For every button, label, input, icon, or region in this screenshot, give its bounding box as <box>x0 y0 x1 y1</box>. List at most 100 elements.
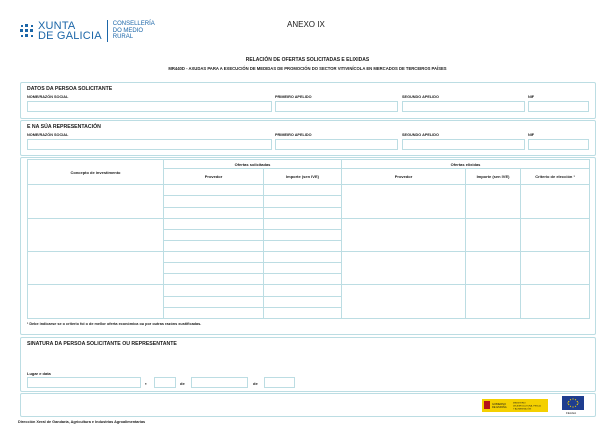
anexo-title: ANEXO IX <box>287 20 325 29</box>
solicitada-importe-cell[interactable] <box>262 251 343 264</box>
concepto-header: Concepto de investimento <box>27 158 164 186</box>
representacion-section <box>20 120 596 156</box>
criterio-cell[interactable] <box>520 217 591 253</box>
elixida-provedor-cell[interactable] <box>341 251 467 286</box>
conselleria-name: CONSELLERÍA DO MEDIO RURAL <box>113 21 155 41</box>
elixida-importe-cell[interactable] <box>465 284 522 319</box>
eu-flag-icon <box>562 396 584 410</box>
elixida-provedor-cell[interactable] <box>341 217 467 253</box>
elixidas-provedor-header: Provedor <box>341 168 467 186</box>
solicitada-importe-cell[interactable] <box>262 228 343 241</box>
solicitada-provedor-cell[interactable] <box>163 295 264 308</box>
solicitadas-importe-header: Importe (sen IVE) <box>262 168 343 186</box>
solicitada-provedor-cell[interactable] <box>163 228 264 241</box>
lugar-data-label: Lugar e data <box>27 371 51 376</box>
representacion-primeiro-label: PRIMEIRO APELIDO <box>275 133 312 137</box>
solicitante-nif-label: NIF <box>528 95 535 99</box>
solicitada-importe-cell[interactable] <box>262 295 343 308</box>
elixida-importe-cell[interactable] <box>465 251 522 286</box>
xunta-line1: XUNTA <box>38 20 76 32</box>
solicitada-importe-cell[interactable] <box>262 184 343 197</box>
xunta-logo: XUNTA DE GALICIA CONSELLERÍA DO MEDIO RU… <box>20 20 155 42</box>
solicitante-primeiro-label: PRIMEIRO APELIDO <box>275 95 312 99</box>
solicitada-provedor-cell[interactable] <box>163 239 264 253</box>
mes-field[interactable] <box>191 377 248 388</box>
criterio-cell[interactable] <box>520 184 591 219</box>
solicitante-primeiro-field[interactable] <box>275 101 398 112</box>
solicitante-segundo-field[interactable] <box>402 101 525 112</box>
document-title: RELACIÓN DE OFERTAS SOLICITADAS E ELIXID… <box>245 57 370 63</box>
elixidas-importe-header: Importe (sen IVE) <box>465 168 522 186</box>
criterio-cell[interactable] <box>520 251 591 286</box>
conselleria-line2: DO MEDIO <box>112 27 144 34</box>
logo-divider <box>106 20 108 42</box>
criterio-cell[interactable] <box>520 284 591 319</box>
solicitada-importe-cell[interactable] <box>262 284 343 297</box>
gobierno-espana-logo: GOBIERNO DE ESPAÑA MINISTERIO DE AGRICUL… <box>482 399 548 412</box>
solicitada-provedor-cell[interactable] <box>163 284 264 297</box>
representacion-primeiro-field[interactable] <box>275 139 398 150</box>
ofertas-solicitadas-header: Ofertas solicitadas <box>162 158 343 170</box>
solicitante-title: DATOS DA PERSOA SOLICITANTE <box>27 86 113 92</box>
min-line3: Y ALIMENTACIÓN <box>513 408 532 411</box>
solicitada-provedor-cell[interactable] <box>163 184 264 197</box>
solicitada-importe-cell[interactable] <box>262 273 343 286</box>
ofertas-elixidas-header: Ofertas elixidas <box>341 158 591 170</box>
feaga-label: FEAGA <box>566 411 577 415</box>
concepto-cell[interactable] <box>27 184 164 219</box>
ofertas-section <box>20 157 596 335</box>
xunta-cross-icon <box>20 24 34 38</box>
solicitada-provedor-cell[interactable] <box>163 251 264 264</box>
solicitante-nome-label: NOME/RAZÓN SOCIAL <box>27 95 69 99</box>
conselleria-line3: RURAL <box>112 34 134 41</box>
min-line2: DE AGRICULTURA, PESCA <box>513 405 541 408</box>
solicitada-importe-cell[interactable] <box>262 306 343 320</box>
sinatura-section <box>20 337 596 392</box>
comma-separator: , <box>145 380 147 386</box>
footer-text: Dirección Xeral de Gandaría, Agricultura… <box>18 420 146 424</box>
de-label-2: de <box>253 381 258 386</box>
representacion-segundo-field[interactable] <box>402 139 525 150</box>
representacion-nif-field[interactable] <box>528 139 589 150</box>
solicitada-importe-cell[interactable] <box>262 217 343 230</box>
document-subtitle: MR440D - AXUDAS PARA A EXECUCIÓN DE MEDI… <box>168 66 447 71</box>
conselleria-line1: CONSELLERÍA <box>112 21 155 28</box>
elixida-provedor-cell[interactable] <box>341 284 467 319</box>
de-label-1: de <box>180 381 185 386</box>
representacion-nome-field[interactable] <box>27 139 272 150</box>
eu-stars-icon <box>567 398 579 408</box>
solicitada-provedor-cell[interactable] <box>163 262 264 275</box>
solicitada-importe-cell[interactable] <box>262 195 343 208</box>
concepto-cell[interactable] <box>27 217 164 253</box>
solicitada-importe-cell[interactable] <box>262 262 343 275</box>
gob-line1: GOBIERNO <box>492 402 506 406</box>
solicitante-nif-field[interactable] <box>528 101 589 112</box>
solicitada-importe-cell[interactable] <box>262 239 343 253</box>
criterio-header: Criterio de elección ¹ <box>520 168 591 186</box>
solicitada-provedor-cell[interactable] <box>163 217 264 230</box>
concepto-cell[interactable] <box>27 251 164 286</box>
concepto-cell[interactable] <box>27 284 164 319</box>
solicitadas-provedor-header: Provedor <box>163 168 264 186</box>
dia-field[interactable] <box>154 377 176 388</box>
elixida-provedor-cell[interactable] <box>341 184 467 219</box>
sinatura-title: SINATURA DA PERSOA SOLICITANTE OU REPRES… <box>27 341 177 347</box>
logos-section <box>20 393 596 417</box>
solicitada-provedor-cell[interactable] <box>163 306 264 320</box>
solicitada-importe-cell[interactable] <box>262 206 343 219</box>
solicitante-segundo-label: SEGUNDO APELIDO <box>402 95 439 99</box>
elixida-importe-cell[interactable] <box>465 184 522 219</box>
lugar-field[interactable] <box>27 377 141 388</box>
table-footnote: ¹ Debe indicarse se o criterio foi o de … <box>27 322 202 326</box>
ano-field[interactable] <box>264 377 295 388</box>
xunta-line2: DE GALICIA <box>38 30 102 42</box>
solicitada-provedor-cell[interactable] <box>163 206 264 219</box>
solicitante-nome-field[interactable] <box>27 101 272 112</box>
representacion-nome-label: NOME/RAZÓN SOCIAL <box>27 133 69 137</box>
solicitada-provedor-cell[interactable] <box>163 273 264 286</box>
ofertas-table: Concepto de investimento Ofertas solicit… <box>27 158 591 320</box>
solicitada-provedor-cell[interactable] <box>163 195 264 208</box>
elixida-importe-cell[interactable] <box>465 217 522 253</box>
min-line1: MINISTERIO <box>513 403 526 405</box>
xunta-wordmark: XUNTA DE GALICIA <box>38 20 102 42</box>
